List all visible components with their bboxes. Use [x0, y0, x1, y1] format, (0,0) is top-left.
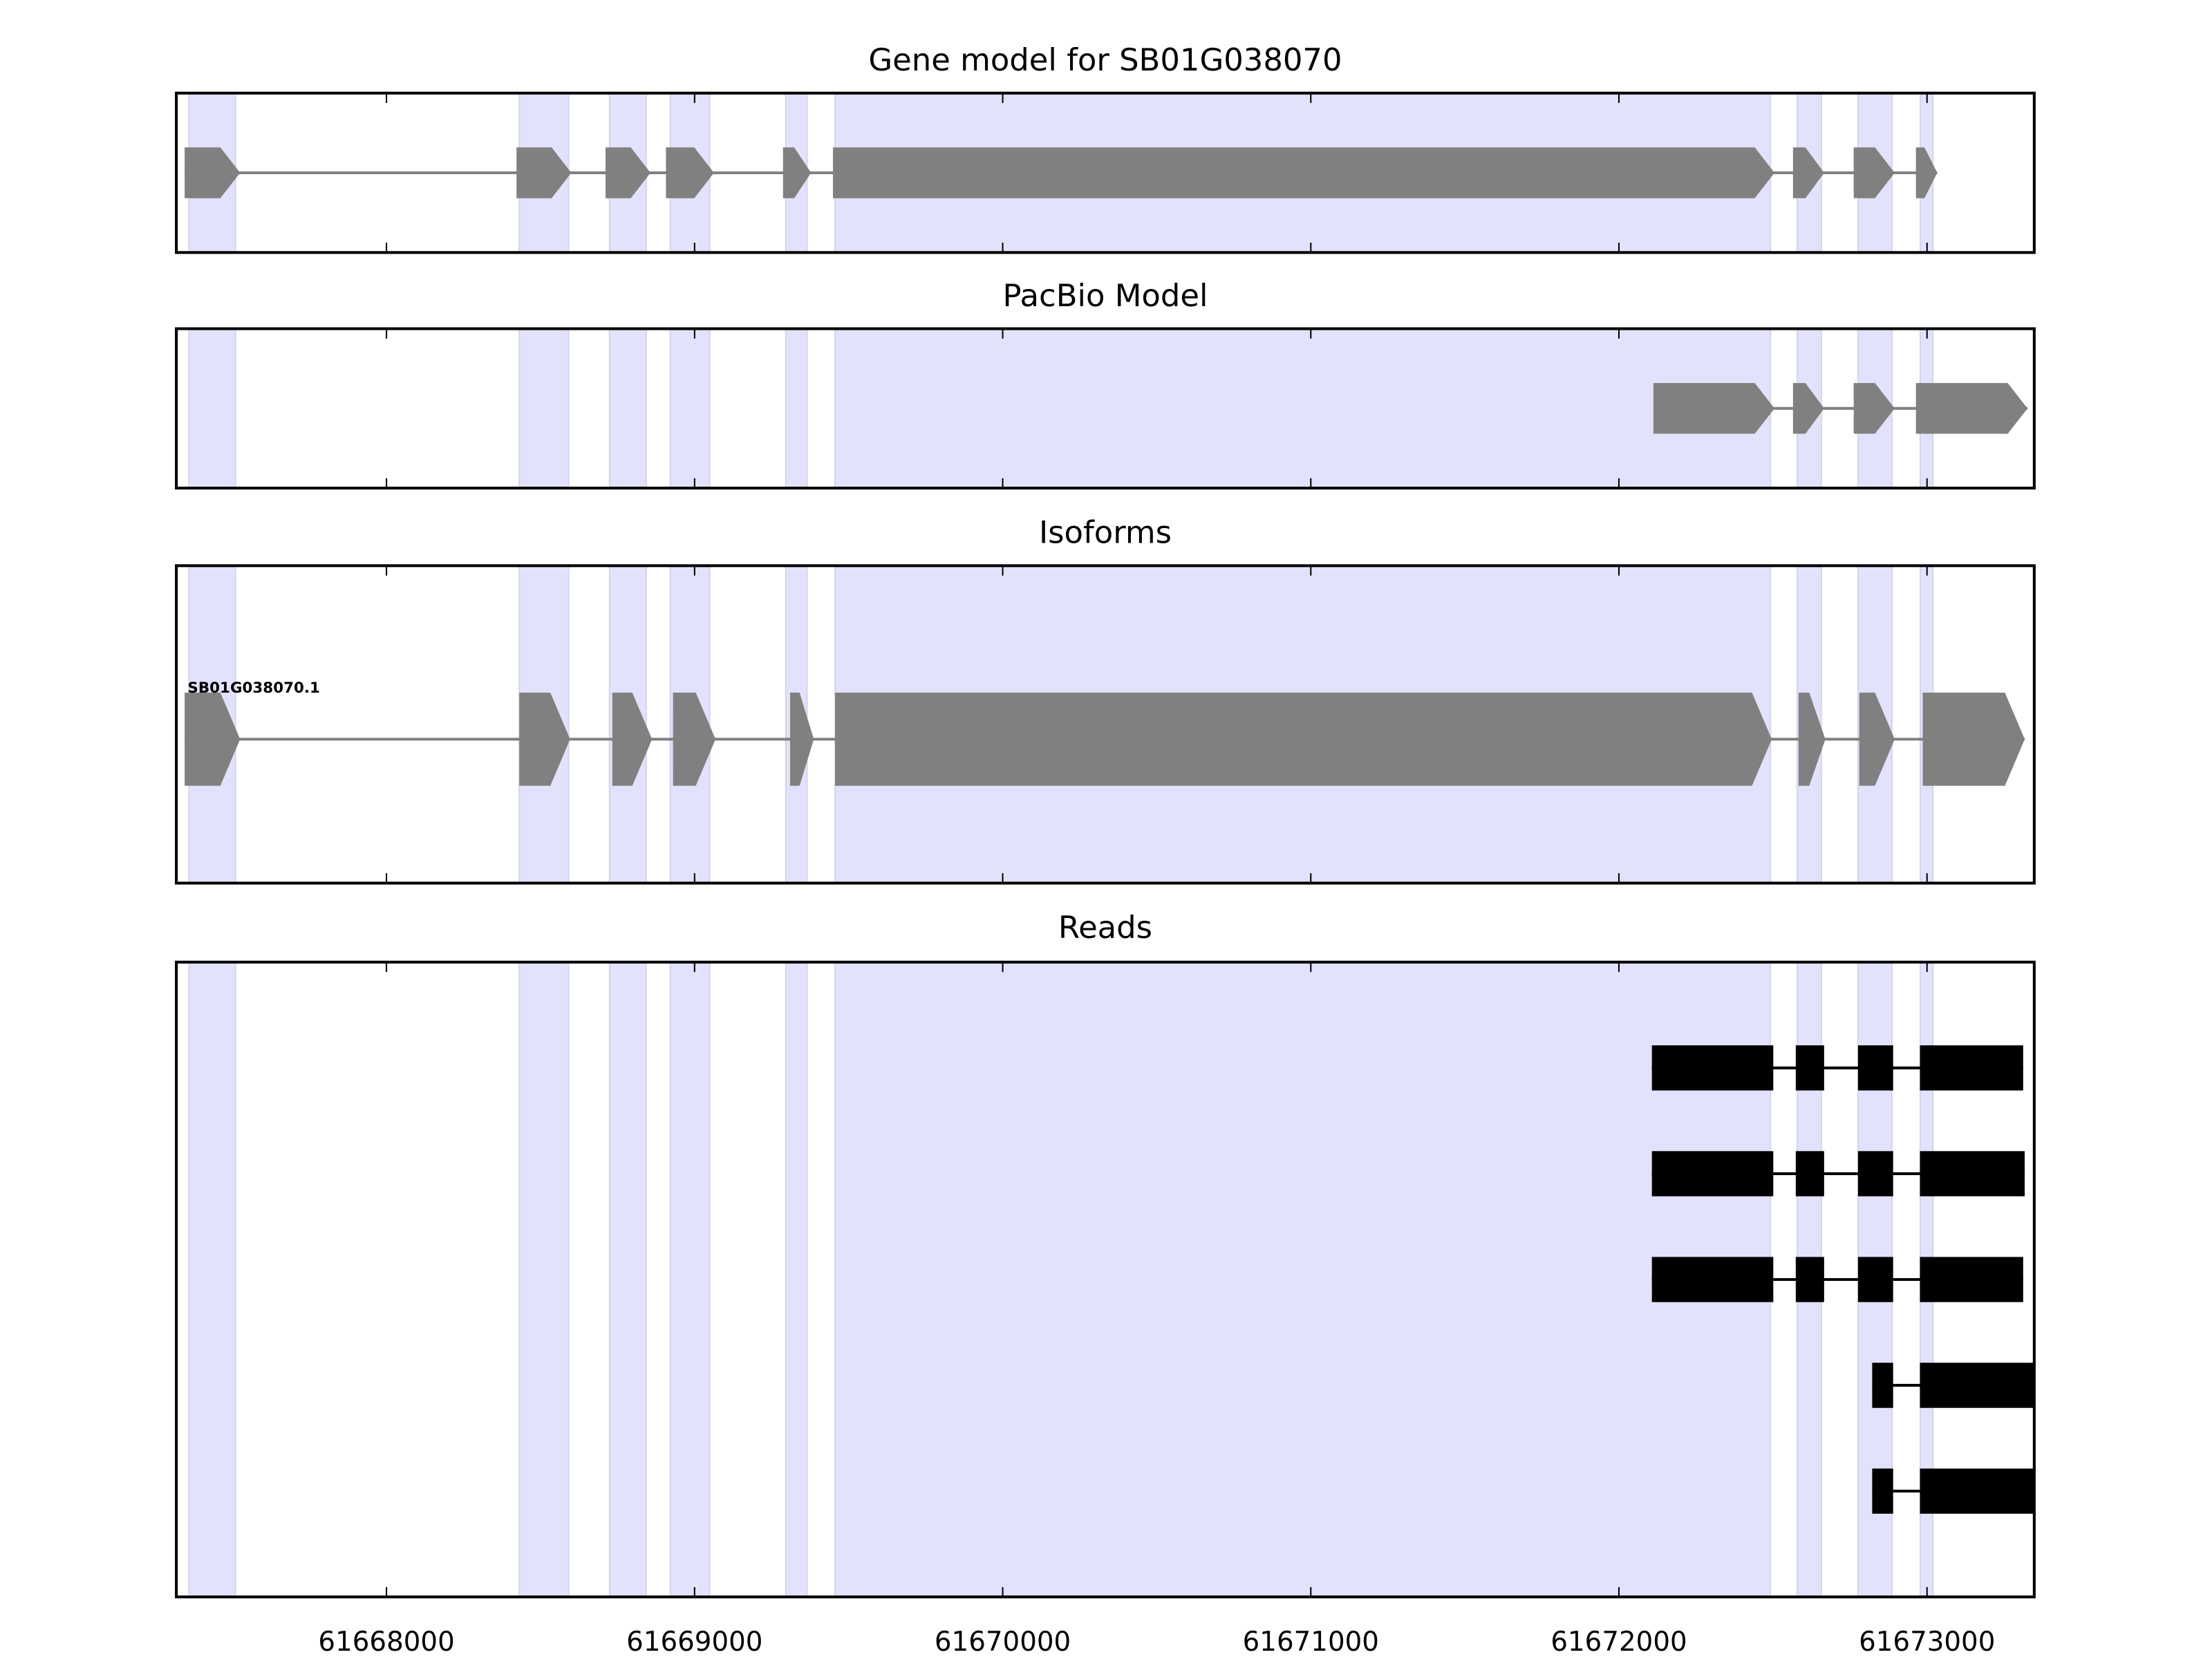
axes-frame [175, 960, 2036, 1599]
exon-band [669, 961, 711, 1598]
exon-arrow [1915, 147, 1938, 198]
exon-arrow [516, 147, 572, 198]
read-block [1857, 1257, 1893, 1302]
exon-arrow [835, 693, 1772, 786]
exon-band [669, 328, 711, 489]
read-block [1872, 1468, 1893, 1514]
read-block [1651, 1257, 1774, 1302]
exon-arrow [1853, 147, 1895, 198]
panel-title: PacBio Model [1003, 277, 1208, 314]
panel-title: Isoforms [1039, 514, 1172, 551]
read-block [1920, 1362, 2034, 1408]
exon-arrow [1853, 383, 1895, 434]
x-tick-label: 61668000 [318, 1627, 454, 1658]
read-block [1795, 1045, 1824, 1091]
exon-arrow [1859, 693, 1895, 786]
exon-arrow [1792, 383, 1824, 434]
panel-title: Reads [1058, 909, 1152, 946]
x-tick-label: 61672000 [1550, 1627, 1687, 1658]
read-block [1857, 1151, 1893, 1197]
x-tick-label: 61671000 [1243, 1627, 1379, 1658]
exon-arrow [519, 693, 570, 786]
exon-arrow [1798, 693, 1826, 786]
exon-band [834, 328, 1772, 489]
x-tick-label: 61669000 [626, 1627, 762, 1658]
read-block [1920, 1257, 2023, 1302]
exon-band [518, 328, 570, 489]
exon-arrow [832, 147, 1775, 198]
panel-gene-0: Gene model for SB01G038070 [175, 41, 2036, 254]
exon-band [834, 961, 1772, 1598]
exon-arrow [1792, 147, 1824, 198]
panel-title: Gene model for SB01G038070 [868, 41, 1342, 78]
axes-frame [175, 564, 2036, 885]
read-block [1651, 1151, 1774, 1197]
exon-arrow [185, 147, 241, 198]
exon-band [785, 328, 808, 489]
x-tick-label: 61673000 [1859, 1627, 1995, 1658]
exon-band [188, 328, 236, 489]
exon-band [188, 961, 236, 1598]
exon-arrow [1922, 693, 2025, 786]
exon-arrow [666, 147, 714, 198]
axes-frame [175, 91, 2036, 254]
exon-arrow [673, 693, 716, 786]
exon-band [518, 961, 570, 1598]
read-block [1795, 1257, 1824, 1302]
exon-arrow [782, 147, 812, 198]
read-block [1872, 1362, 1893, 1408]
panel-reads-3: Reads [175, 909, 2036, 1599]
exon-band [608, 961, 647, 1598]
x-tick-label: 61670000 [935, 1627, 1071, 1658]
panel-gene-1: PacBio Model [175, 277, 2036, 490]
exon-band [608, 328, 647, 489]
isoform-label: SB01G038070.1 [187, 679, 320, 697]
exon-band [785, 961, 808, 1598]
exon-arrow [606, 147, 651, 198]
read-block [1857, 1045, 1893, 1091]
exon-arrow [1915, 383, 2028, 434]
read-block [1651, 1045, 1774, 1091]
read-block [1920, 1045, 2023, 1091]
read-block [1920, 1468, 2034, 1514]
exon-arrow [185, 693, 241, 786]
exon-arrow [612, 693, 653, 786]
axes-frame [175, 327, 2036, 490]
exon-arrow [789, 693, 814, 786]
read-block [1920, 1151, 2025, 1197]
exon-arrow [1653, 383, 1775, 434]
read-block [1795, 1151, 1824, 1197]
